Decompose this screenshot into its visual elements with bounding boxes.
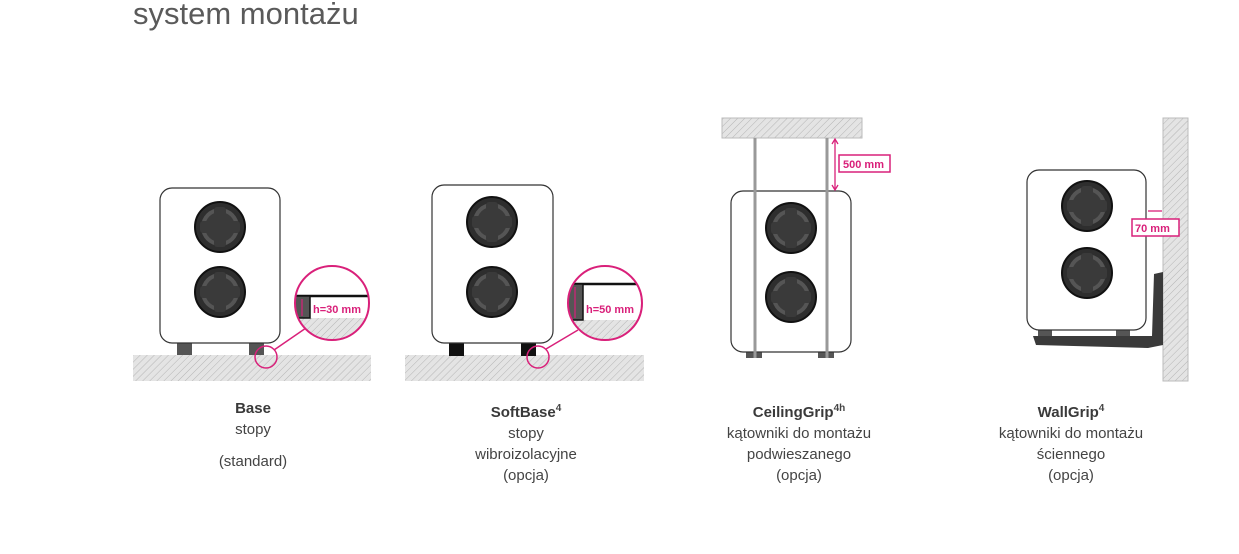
ceiling <box>721 117 863 139</box>
item-sup: 4 <box>1098 403 1105 414</box>
item-description: stopy <box>235 421 271 438</box>
heat-pump-unit <box>159 187 281 344</box>
page-title: system montażu <box>133 0 359 31</box>
wall <box>1162 117 1189 382</box>
item-description: stopy <box>508 425 544 442</box>
ground <box>405 355 644 381</box>
item-name: Base <box>235 400 271 417</box>
item-note: (opcja) <box>776 467 822 484</box>
dimension-label: 500 mm <box>843 159 884 171</box>
wallgrip-illustration: 70 mm <box>1026 117 1189 382</box>
item-sup: 4h <box>833 403 846 414</box>
softbase-illustration: h=50 mm <box>405 184 644 381</box>
heat-pump-unit <box>431 184 554 344</box>
caption-softbase: SoftBase4 stopy wibroizolacyjne (opcja) <box>406 398 646 486</box>
base-illustration: h=30 mm <box>133 187 371 381</box>
item-name: CeilingGrip <box>752 404 834 421</box>
item-description: wibroizolacyjne <box>475 446 577 463</box>
caption-wallgrip: WallGrip4 kątowniki do montażu ściennego… <box>951 398 1191 486</box>
ceilinggrip-illustration: 500 mm <box>721 117 891 358</box>
ground <box>133 355 371 381</box>
fan-icon <box>765 202 817 254</box>
item-description: ściennego <box>1036 446 1106 463</box>
item-description: kątowniki do montażu <box>726 425 872 442</box>
item-name: SoftBase <box>490 404 556 421</box>
wall-bracket <box>1033 272 1163 348</box>
item-description: kątowniki do montażu <box>998 425 1144 442</box>
fan-icon <box>194 201 246 253</box>
item-name: WallGrip <box>1037 404 1099 421</box>
item-note: (opcja) <box>503 467 549 484</box>
dimension-label: h=50 mm <box>586 304 634 316</box>
caption-base: Base stopy (standard) <box>133 398 373 472</box>
caption-ceilinggrip: CeilingGrip4h kątowniki do montażu podwi… <box>679 398 919 486</box>
dimension-label: h=30 mm <box>313 304 361 316</box>
dimension-label: 70 mm <box>1135 223 1170 235</box>
fan-icon <box>765 271 817 323</box>
fan-icon <box>466 196 518 248</box>
fan-icon <box>1061 247 1113 299</box>
fan-icon <box>194 266 246 318</box>
item-description: podwieszanego <box>746 446 852 463</box>
item-sup: 4 <box>555 403 562 414</box>
item-note: (standard) <box>218 453 288 470</box>
item-note: (opcja) <box>1048 467 1094 484</box>
fan-icon <box>466 266 518 318</box>
fan-icon <box>1061 180 1113 232</box>
